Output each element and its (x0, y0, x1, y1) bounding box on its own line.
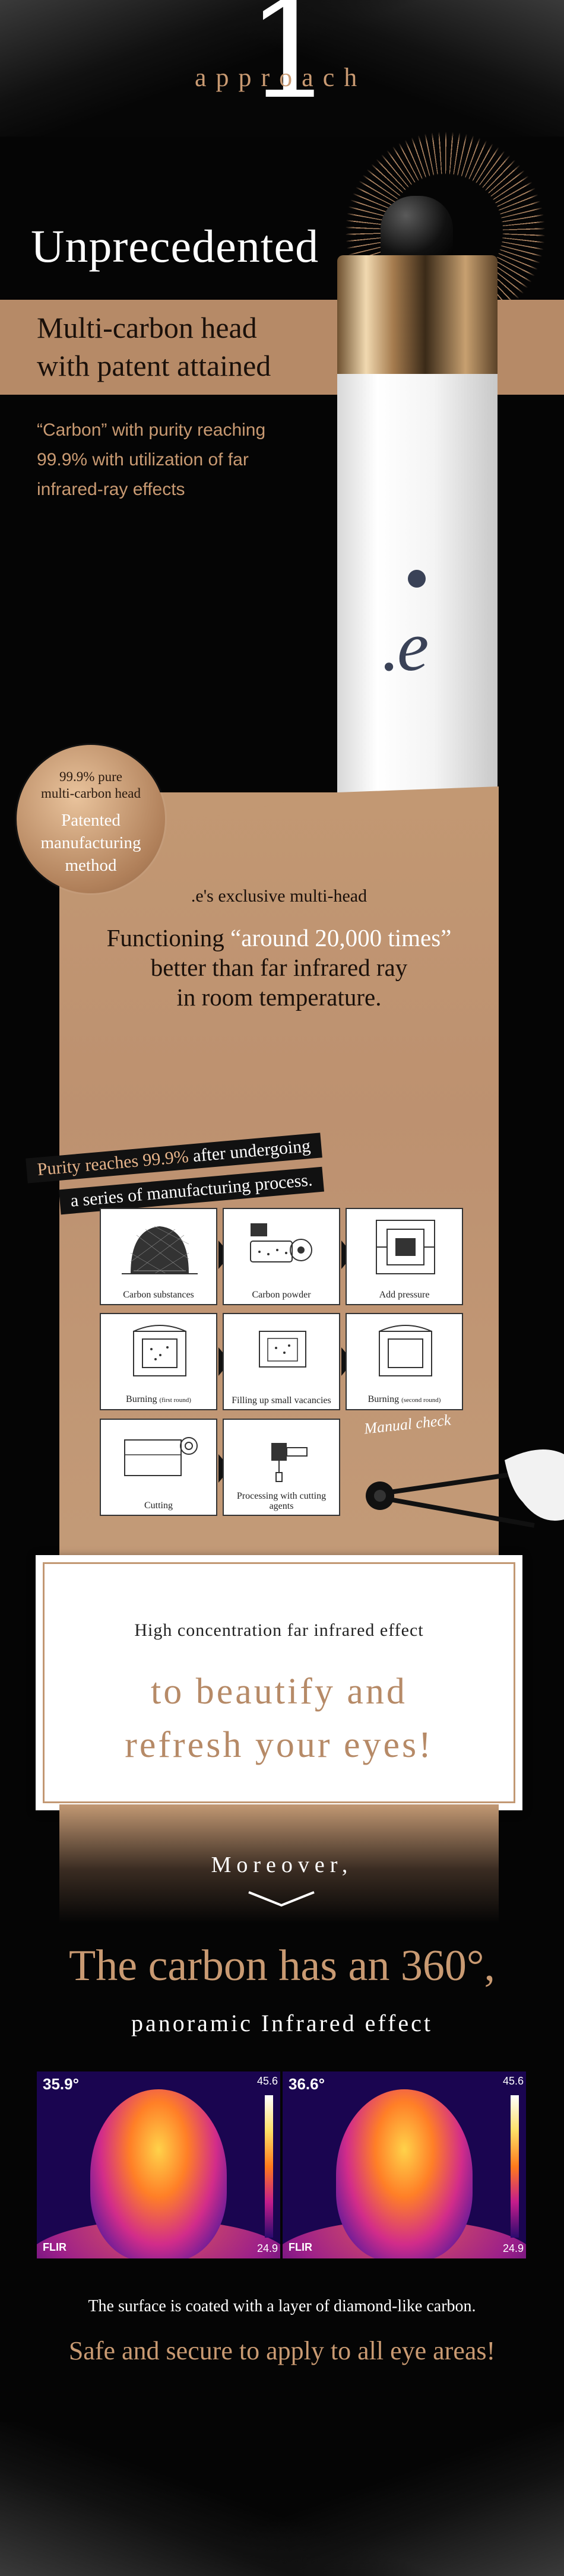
furnace-icon (379, 1325, 432, 1376)
step-caption: Carbon powder (252, 1290, 311, 1300)
carbon-desc-line1: “Carbon” with purity reaching (37, 420, 266, 440)
process-step-carbon-powder: Carbon powder (223, 1208, 340, 1305)
safe-text: Safe and secure to apply to all eye area… (68, 2336, 496, 2365)
process-step-cutting: Cutting (100, 1419, 217, 1516)
moreover-label: Moreover, (211, 1852, 353, 1877)
pen-body (337, 374, 498, 849)
tweezer-glove-icon (366, 1449, 564, 1528)
step-caption: Add pressure (379, 1290, 430, 1300)
bottom-spotlight-background (0, 2422, 564, 2576)
carbon-desc-line2: 99.9% with utilization of far (37, 450, 249, 469)
pen-logo: .e (382, 607, 429, 686)
hero-title: Unprecedented (31, 220, 319, 272)
process-step-carbon-substances: Carbon substances (100, 1208, 217, 1305)
thermal-max: 45.6 (502, 2075, 524, 2087)
carbon-desc-line3: infrared-ray effects (37, 480, 185, 499)
chevron-down-icon (248, 1891, 315, 1907)
func-line3: in room temperature. (176, 984, 382, 1011)
thermal-temp: 35.9° (43, 2075, 80, 2093)
panoramic-subtitle: panoramic Infrared effect (131, 2010, 433, 2036)
cutting-machine-icon (124, 1437, 198, 1476)
flir-logo: FLIR (43, 2241, 66, 2253)
step-caption: Carbon substances (123, 1290, 194, 1300)
badge-subtitle: 99.9% pure multi-carbon head (17, 769, 165, 802)
exclusive-label: .e's exclusive multi-head (191, 886, 367, 906)
thermal-face (336, 2089, 473, 2258)
func-prefix: Functioning (106, 924, 231, 951)
panel-notch (59, 772, 499, 819)
process-step-processing: Processing with cutting agents (223, 1419, 340, 1516)
powder-bowl-icon (250, 1223, 312, 1262)
band-title-line1: Multi-carbon head (37, 311, 257, 344)
carbon-description: “Carbon” with purity reaching 99.9% with… (37, 415, 265, 505)
badge-title: Patented manufacturing method (17, 809, 165, 877)
process-step-burning-2: Burning (second round) (346, 1313, 463, 1410)
band-title: Multi-carbon head with patent attained (37, 309, 271, 385)
approach-number: 1 (246, 0, 334, 129)
carbon-mound-icon (122, 1226, 198, 1274)
func-highlight: “around 20,000 times” (230, 924, 452, 951)
func-line1: Functioning “around 20,000 times” (59, 923, 499, 953)
thermal-max: 45.6 (256, 2075, 278, 2087)
processing-tool-icon (271, 1443, 308, 1482)
flir-logo: FLIR (289, 2241, 312, 2253)
band-title-line2: with patent attained (37, 349, 271, 382)
patent-badge: 99.9% pure multi-carbon head Patented ma… (17, 745, 165, 893)
step-caption-main: Burning (126, 1394, 157, 1404)
thermal-face (90, 2089, 227, 2258)
thermal-min: 24.9 (256, 2242, 278, 2254)
panoramic-title: The carbon has an 360°, (69, 1941, 495, 1990)
process-step-burning-1: Burning (first round) (100, 1313, 217, 1410)
thermal-scale-bar (265, 2095, 273, 2238)
effect-heading: High concentration far infrared effect (134, 1620, 424, 1640)
effect-slogan-line1: to beautify and (151, 1671, 407, 1712)
step-caption: Burning (second round) (347, 1394, 462, 1406)
func-line2: better than far infrared ray (150, 954, 408, 981)
step-caption: Cutting (144, 1500, 173, 1511)
step-caption: Processing with cutting agents (236, 1491, 327, 1511)
functioning-text: Functioning “around 20,000 times” better… (59, 923, 499, 1012)
step-caption-sub: (second round) (401, 1397, 441, 1404)
approach-label: approach (195, 63, 367, 92)
furnace-icon (133, 1325, 186, 1376)
effect-slogan: to beautify and refresh your eyes! (45, 1665, 514, 1772)
top-spotlight-background (0, 0, 564, 137)
press-machine-icon (376, 1220, 435, 1274)
effect-card-border: High concentration far infrared effect t… (43, 1562, 515, 1803)
badge-line2: multi-carbon head (41, 786, 141, 801)
surface-text: The surface is coated with a layer of di… (88, 2297, 476, 2315)
badge-main3: method (65, 856, 117, 875)
pen-button-dot (408, 570, 426, 588)
process-step-add-pressure: Add pressure (346, 1208, 463, 1305)
filling-container-icon (259, 1331, 306, 1368)
badge-main2: manufacturing (40, 833, 141, 852)
thermal-temp: 36.6° (289, 2075, 325, 2093)
badge-line1: 99.9% pure (59, 769, 123, 784)
thermal-image-2: 36.6° 45.6 24.9 FLIR (283, 2071, 526, 2258)
product-pen-image: .e (334, 196, 500, 849)
process-step-filling: Filling up small vacancies (223, 1313, 340, 1410)
thermal-image-1: 35.9° 45.6 24.9 FLIR (37, 2071, 280, 2258)
pen-gold-collar (337, 255, 498, 380)
badge-main1: Patented (61, 811, 121, 830)
thermal-scale-bar (511, 2095, 519, 2238)
pen-carbon-tip (381, 196, 453, 261)
step-caption: Filling up small vacancies (232, 1395, 331, 1406)
step-caption-main: Burning (367, 1394, 400, 1404)
effect-card: High concentration far infrared effect t… (36, 1555, 522, 1810)
thermal-min: 24.9 (502, 2242, 524, 2254)
effect-slogan-line2: refresh your eyes! (125, 1725, 433, 1765)
step-caption: Burning (first round) (101, 1394, 216, 1406)
step-caption-sub: (first round) (159, 1397, 191, 1404)
